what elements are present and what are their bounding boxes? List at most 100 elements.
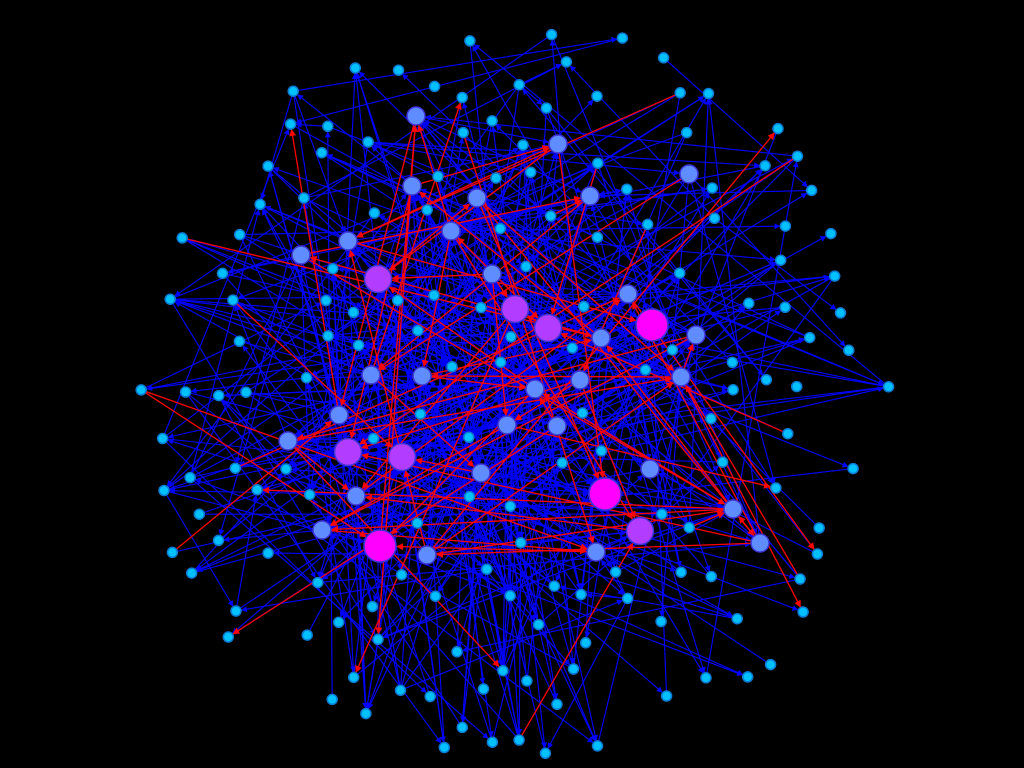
- graph-node-small: [300, 372, 313, 384]
- graph-edge: [426, 209, 521, 538]
- graph-node-small: [548, 580, 561, 592]
- graph-edge: [355, 308, 516, 673]
- graph-node-small: [673, 267, 686, 279]
- graph-edge: [467, 84, 520, 433]
- graph-node-small: [360, 707, 372, 720]
- graph-edge: [415, 115, 675, 371]
- graph-edge: [559, 155, 798, 321]
- graph-edge: [339, 115, 417, 407]
- graph-node-small: [367, 432, 380, 445]
- graph-node-large: [363, 264, 393, 294]
- graph-edge: [469, 40, 548, 749]
- graph-edge: [416, 194, 629, 599]
- graph-node-small: [705, 412, 717, 425]
- graph-node-small: [322, 120, 334, 133]
- graph-node-small: [708, 212, 721, 225]
- graph-edge: [287, 440, 796, 579]
- graph-node-small: [156, 432, 169, 445]
- graph-edge: [534, 388, 582, 590]
- graph-node-small: [702, 87, 715, 100]
- graph-node-small: [513, 79, 525, 91]
- graph-node-small: [797, 606, 809, 618]
- graph-node-small: [320, 294, 332, 307]
- graph-node-small: [486, 736, 499, 748]
- graph-node-small: [372, 633, 384, 646]
- graph-edge: [400, 599, 623, 691]
- graph-node-small: [882, 381, 895, 393]
- graph-node-small: [176, 232, 188, 244]
- graph-edge: [606, 345, 734, 510]
- graph-edge: [379, 381, 674, 547]
- graph-edge: [705, 161, 799, 678]
- graph-edge: [373, 366, 453, 602]
- graph-node-small: [847, 462, 859, 475]
- graph-node-small: [576, 407, 589, 419]
- graph-node-small: [347, 306, 360, 319]
- graph-node-medium: [467, 188, 487, 208]
- graph-edge: [181, 237, 355, 343]
- graph-node-medium: [580, 186, 600, 206]
- graph-edge: [423, 418, 555, 587]
- graph-node-small: [813, 522, 825, 534]
- graph-edge: [370, 102, 462, 376]
- graph-node-medium: [471, 463, 491, 483]
- graph-edge: [235, 494, 259, 612]
- graph-edge: [551, 34, 758, 535]
- graph-edge: [292, 91, 346, 233]
- graph-edge: [510, 505, 724, 512]
- graph-edge: [559, 585, 738, 620]
- graph-node-medium: [586, 542, 606, 562]
- graph-edge: [400, 466, 560, 691]
- graph-edge: [415, 457, 482, 474]
- graph-node-small: [656, 508, 668, 520]
- graph-edge: [240, 568, 487, 613]
- graph-edge: [518, 63, 562, 86]
- graph-edge: [431, 372, 682, 380]
- graph-node-medium: [361, 365, 381, 385]
- graph-edge: [163, 329, 637, 492]
- graph-edge: [329, 424, 508, 526]
- graph-edge: [402, 73, 629, 295]
- graph-node-medium: [278, 431, 298, 451]
- graph-edge: [242, 345, 357, 497]
- graph-node-small: [575, 588, 587, 601]
- graph-edge: [290, 466, 606, 495]
- graph-node-small: [494, 222, 507, 235]
- graph-edge: [364, 494, 641, 532]
- graph-node-small: [726, 356, 739, 369]
- graph-node-small: [520, 260, 532, 273]
- graph-node-small: [475, 301, 487, 314]
- graph-node-small: [412, 324, 424, 337]
- graph-node-small: [825, 227, 837, 240]
- graph-node-small: [791, 150, 804, 162]
- graph-node-small: [560, 56, 573, 68]
- graph-node-small: [322, 330, 334, 342]
- graph-node-small: [411, 517, 424, 529]
- graph-edge: [426, 507, 725, 556]
- graph-edge: [597, 163, 648, 310]
- graph-edge: [604, 508, 734, 551]
- graph-node-small: [429, 590, 442, 602]
- graph-node-small: [222, 631, 235, 643]
- graph-node-small: [639, 364, 652, 376]
- graph-node-small: [591, 231, 604, 243]
- graph-edge: [359, 155, 798, 445]
- graph-edge: [287, 435, 369, 442]
- graph-edge: [688, 173, 776, 484]
- graph-edge: [389, 286, 536, 390]
- graph-node-small: [551, 698, 563, 711]
- graph-edge: [456, 207, 480, 652]
- graph-node-small: [463, 431, 475, 444]
- graph-node-small: [284, 118, 297, 130]
- graph-edge: [140, 389, 588, 550]
- graph-edge: [415, 115, 582, 193]
- graph-edge: [484, 481, 599, 747]
- graph-node-small: [438, 741, 451, 754]
- graph-node-small: [446, 360, 458, 373]
- graph-node-small: [227, 294, 239, 306]
- graph-edge: [506, 424, 771, 489]
- graph-edge: [378, 173, 690, 371]
- graph-node-small: [158, 484, 170, 497]
- graph-node-small: [494, 356, 507, 369]
- graph-edge: [399, 385, 424, 691]
